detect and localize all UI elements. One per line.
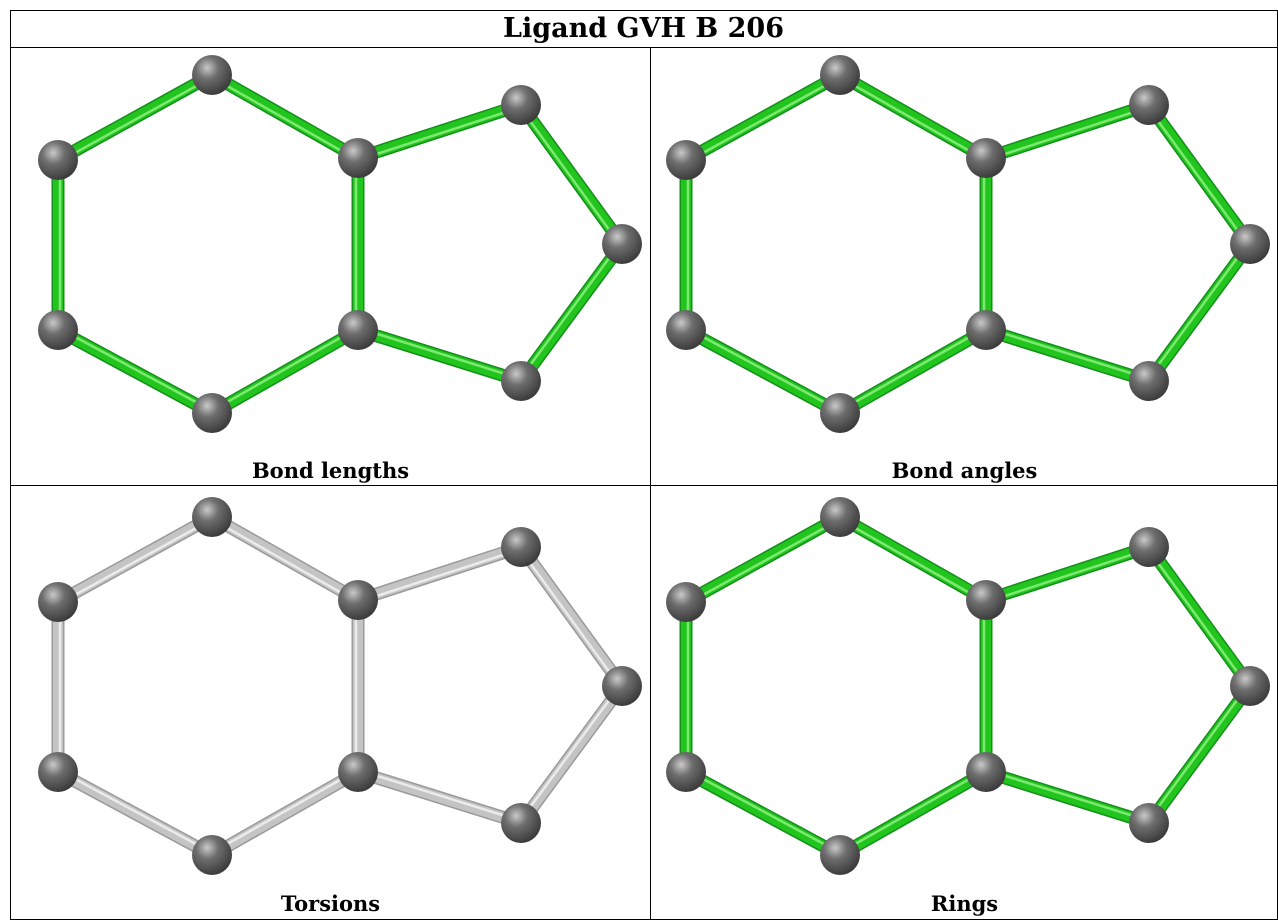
bond: [351, 98, 528, 165]
atom-a2: [820, 55, 860, 95]
atom-a4: [338, 310, 378, 350]
bond: [979, 765, 1156, 830]
atom-a5: [192, 393, 232, 433]
atom-a6: [666, 752, 706, 792]
bond: [351, 593, 365, 779]
bond: [979, 323, 1156, 388]
bond: [1142, 237, 1257, 388]
atom-a9: [501, 803, 541, 843]
bond: [51, 595, 65, 779]
bond: [679, 68, 847, 167]
bond: [514, 540, 629, 693]
caption-bond-angles: Bond angles: [891, 457, 1038, 483]
atom-a1: [38, 140, 78, 180]
bond: [679, 765, 847, 862]
atom-a7: [501, 527, 541, 567]
atom-a1: [666, 582, 706, 622]
bond: [51, 510, 219, 609]
bond: [833, 68, 993, 165]
atom-a5: [820, 835, 860, 875]
bond: [514, 237, 629, 388]
bond: [51, 68, 219, 167]
atom-a2: [820, 497, 860, 537]
atom-a6: [38, 752, 78, 792]
caption-rings: Rings: [930, 890, 999, 916]
atom-a5: [192, 835, 232, 875]
atom-a5: [820, 393, 860, 433]
panel-bond-lengths: [38, 55, 642, 433]
bond: [679, 323, 847, 420]
panel-torsions: [38, 497, 642, 875]
bond: [979, 98, 1156, 165]
atom-a4: [966, 310, 1006, 350]
atom-a3: [338, 580, 378, 620]
bond: [679, 153, 693, 337]
bond: [833, 323, 993, 420]
atom-a7: [501, 85, 541, 125]
bond: [1142, 98, 1257, 251]
bond: [833, 765, 993, 862]
bond: [351, 540, 528, 607]
bond: [979, 540, 1156, 607]
panel-rings: [666, 497, 1270, 875]
bond: [351, 765, 528, 830]
atom-a3: [966, 138, 1006, 178]
atom-a2: [192, 497, 232, 537]
atom-a8: [602, 224, 642, 264]
atom-a9: [501, 361, 541, 401]
bond: [205, 765, 365, 862]
bond: [833, 510, 993, 607]
atom-a7: [1129, 527, 1169, 567]
bond: [351, 323, 528, 388]
atom-a3: [338, 138, 378, 178]
atom-a2: [192, 55, 232, 95]
atom-a4: [338, 752, 378, 792]
bond: [1142, 540, 1257, 693]
atom-a6: [666, 310, 706, 350]
atom-a4: [966, 752, 1006, 792]
atom-a7: [1129, 85, 1169, 125]
atom-a8: [602, 666, 642, 706]
bond: [1142, 679, 1257, 830]
bond: [205, 68, 365, 165]
bond: [351, 151, 365, 337]
bond: [679, 510, 847, 609]
bond: [979, 593, 993, 779]
bond: [514, 98, 629, 251]
atom-a1: [38, 582, 78, 622]
atom-a3: [966, 580, 1006, 620]
panel-bond-angles: [666, 55, 1270, 433]
atom-a9: [1129, 803, 1169, 843]
atom-a8: [1230, 224, 1270, 264]
bond: [514, 679, 629, 830]
atom-a8: [1230, 666, 1270, 706]
caption-bond-lengths: Bond lengths: [251, 457, 410, 483]
bond: [51, 765, 219, 862]
bond: [51, 153, 65, 337]
bond: [205, 323, 365, 420]
figure-title: Ligand GVH B 206: [502, 12, 785, 44]
bond: [51, 323, 219, 420]
atom-a6: [38, 310, 78, 350]
bond: [979, 151, 993, 337]
caption-torsions: Torsions: [280, 890, 381, 916]
bond: [205, 510, 365, 607]
bond: [679, 595, 693, 779]
atom-a9: [1129, 361, 1169, 401]
atom-a1: [666, 140, 706, 180]
